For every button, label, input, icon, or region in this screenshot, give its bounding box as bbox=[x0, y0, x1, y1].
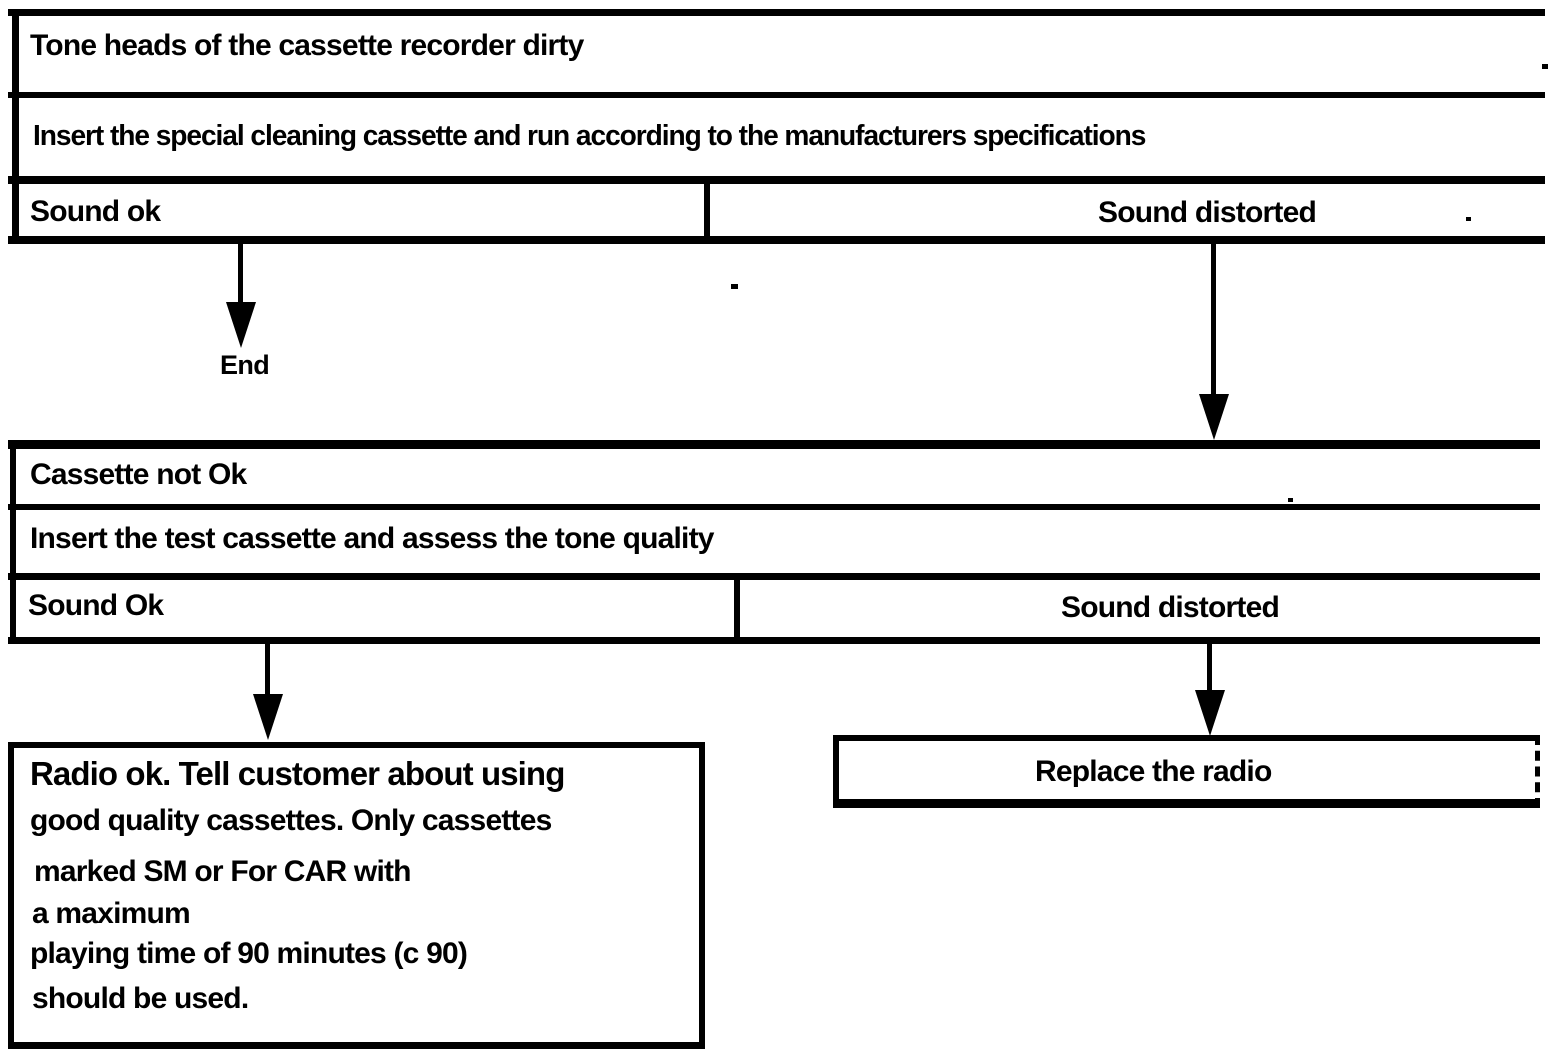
step2-condition-text: Cassette not Ok bbox=[30, 458, 247, 491]
step1-border-left bbox=[12, 9, 19, 244]
result-replace-radio-box bbox=[833, 735, 1540, 808]
step2-outcome-divider bbox=[734, 576, 740, 640]
step1-divider-1 bbox=[8, 92, 1545, 98]
step2-outcome-left-text: Sound Ok bbox=[28, 589, 164, 622]
step1-action-text: Insert the special cleaning cassette and… bbox=[33, 120, 1146, 152]
step1-outcome-right-text: Sound distorted bbox=[1098, 196, 1317, 229]
result-replace-radio-text: Replace the radio bbox=[1035, 755, 1272, 788]
arrow-step1-distorted-line bbox=[1211, 244, 1216, 399]
step2-border-left bbox=[10, 440, 16, 644]
scan-noise-dot bbox=[1542, 64, 1548, 69]
arrow-step1-ok-head bbox=[226, 302, 256, 348]
step2-outcome-right-text: Sound distorted bbox=[1061, 591, 1280, 624]
result-radio-ok-line-5: playing time of 90 minutes (c 90) bbox=[30, 937, 468, 970]
step1-divider-2 bbox=[8, 176, 1545, 184]
result-radio-ok-line-1: Radio ok. Tell customer about using bbox=[30, 755, 565, 792]
step2-divider-2 bbox=[8, 573, 1540, 580]
arrow-step2-ok-line bbox=[265, 644, 270, 697]
arrow-step2-distorted-head bbox=[1195, 690, 1225, 736]
result-radio-ok-line-3: marked SM or For CAR with bbox=[34, 855, 412, 888]
arrow-step2-distorted-line bbox=[1207, 644, 1212, 694]
scan-noise-dot bbox=[1288, 498, 1293, 502]
step1-condition-text: Tone heads of the cassette recorder dirt… bbox=[30, 29, 584, 62]
step2-border-top bbox=[8, 440, 1540, 449]
arrow-step1-distorted-head bbox=[1199, 394, 1229, 440]
result-radio-ok-line-6: should be used. bbox=[32, 982, 249, 1015]
scan-noise-dot bbox=[731, 284, 738, 289]
result-radio-ok-line-4: a maximum bbox=[32, 897, 191, 930]
step2-divider-1 bbox=[8, 504, 1540, 510]
end-label: End bbox=[220, 350, 270, 380]
step2-action-text: Insert the test cassette and assess the … bbox=[30, 522, 714, 555]
step1-outcome-divider bbox=[704, 178, 710, 240]
step1-border-bottom bbox=[8, 236, 1545, 244]
step1-outcome-left-text: Sound ok bbox=[30, 195, 161, 228]
result-radio-ok-box bbox=[8, 742, 705, 1049]
arrow-step2-ok-head bbox=[253, 694, 283, 740]
scan-noise-dot bbox=[1466, 217, 1471, 221]
arrow-step1-ok-line bbox=[238, 244, 243, 306]
step1-border-top bbox=[8, 9, 1545, 16]
result-radio-ok-line-2: good quality cassettes. Only cassettes bbox=[30, 804, 552, 837]
step2-border-bottom bbox=[8, 637, 1540, 644]
